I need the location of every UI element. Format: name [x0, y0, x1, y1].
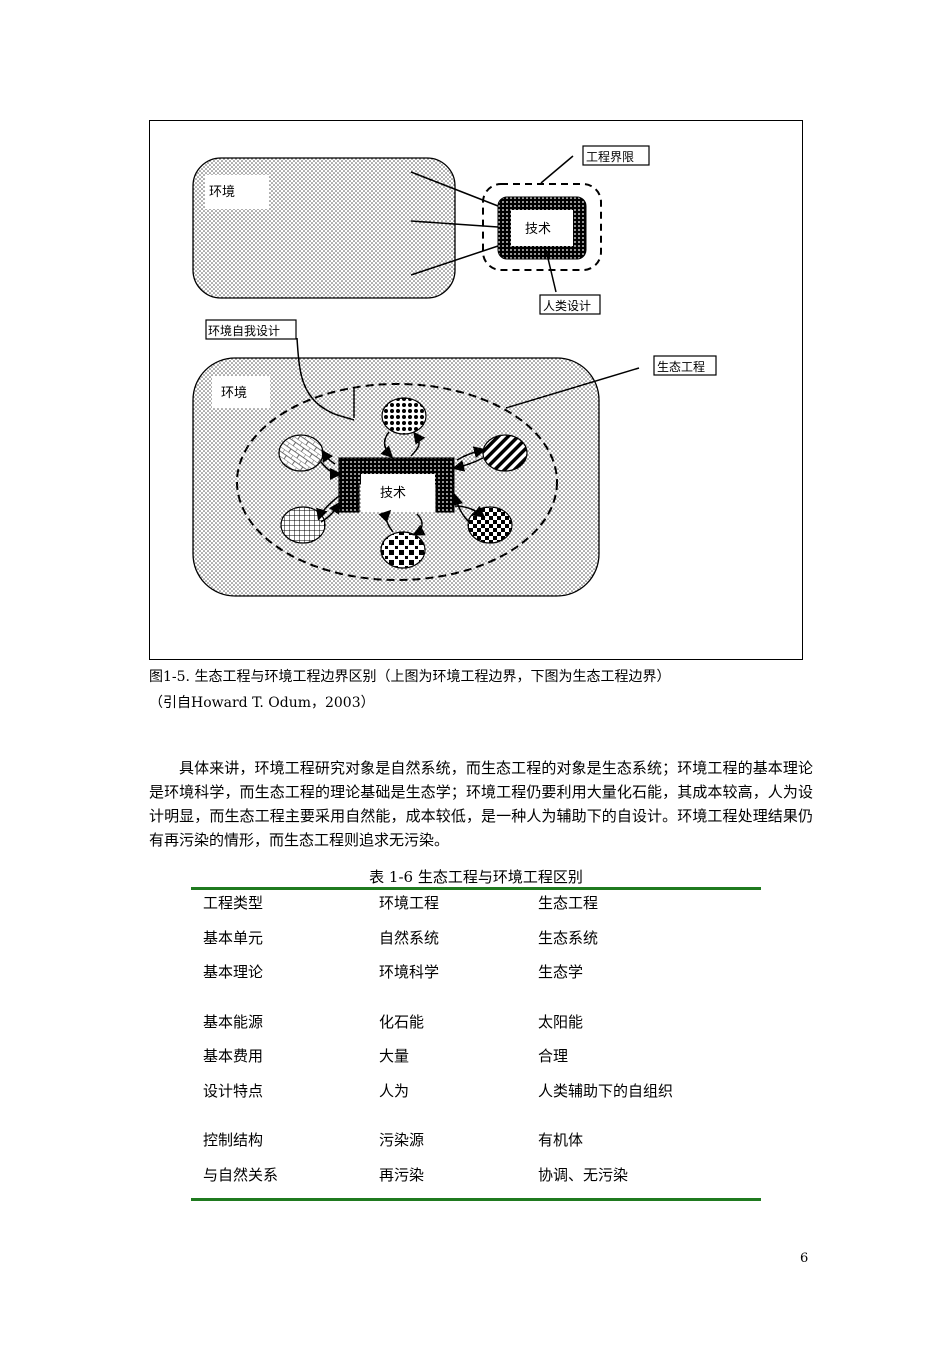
table-top-rule: [191, 887, 761, 890]
table-header-cell: 工程类型: [203, 894, 264, 912]
table-cell: 再污染: [379, 1166, 425, 1184]
table-cell: 生态学: [538, 963, 584, 981]
table-title: 表 1-6 生态工程与环境工程区别: [369, 868, 583, 886]
table-bottom-rule: [191, 1198, 761, 1201]
table-header-cell: 生态工程: [538, 894, 599, 912]
bottom-environment-label: 环境: [221, 386, 247, 401]
ecological-boundary: [236, 383, 558, 581]
table-cell: 基本能源: [203, 1013, 264, 1031]
table-cell: 设计特点: [203, 1082, 264, 1100]
table-cell: 控制结构: [203, 1131, 264, 1149]
table-cell: 有机体: [538, 1131, 584, 1149]
figure-caption-line-2: （引自Howard T. Odum，2003）: [149, 695, 375, 711]
table-cell: 基本理论: [203, 963, 264, 981]
table-cell: 太阳能: [538, 1013, 584, 1031]
organism-lattice: [381, 397, 427, 435]
top-environment-label: 环境: [209, 185, 235, 200]
table-cell: 生态系统: [538, 929, 599, 947]
table-cell: 合理: [538, 1047, 569, 1065]
ecological-engineering-label: 生态工程: [657, 359, 705, 374]
bottom-technology-label: 技术: [380, 486, 406, 501]
top-technology-label: 技术: [525, 222, 551, 237]
table-header-cell: 环境工程: [379, 894, 440, 912]
figure-caption-line-1: 图1-5. 生态工程与环境工程边界区别（上图为环境工程边界，下图为生态工程边界）: [149, 669, 671, 685]
table-cell: 自然系统: [379, 929, 440, 947]
organism-brick: [278, 434, 324, 472]
table-cell: 化石能: [379, 1013, 425, 1031]
table-cell: 污染源: [379, 1131, 425, 1149]
engineering-boundary-label: 工程界限: [586, 149, 634, 164]
table-cell: 人为: [379, 1082, 410, 1100]
table-cell: 大量: [379, 1047, 410, 1065]
table-cell: 环境科学: [379, 963, 440, 981]
bottom-technology-block: [338, 457, 455, 513]
organism-checker: [467, 506, 513, 544]
table-cell: 基本费用: [203, 1047, 264, 1065]
organism-diagonal: [482, 434, 528, 472]
human-design-label: 人类设计: [543, 299, 591, 313]
organism-blocks: [380, 531, 426, 569]
table-cell: 人类辅助下的自组织: [538, 1082, 674, 1100]
body-paragraph: 具体来讲，环境工程研究对象是自然系统，而生态工程的对象是生态系统；环境工程的基本…: [149, 759, 813, 849]
environment-self-design-label: 环境自我设计: [208, 323, 280, 338]
page-number: 6: [800, 1251, 809, 1266]
figure-1-5-diagram: 环境 技术 工程界限 人类设计 环境自我设计 生态工程 环境 技术: [149, 120, 803, 660]
table-cell: 与自然关系: [203, 1166, 279, 1184]
table-cell: 协调、无污染: [538, 1166, 629, 1184]
organism-grid: [280, 506, 326, 544]
table-cell: 基本单元: [203, 929, 264, 947]
